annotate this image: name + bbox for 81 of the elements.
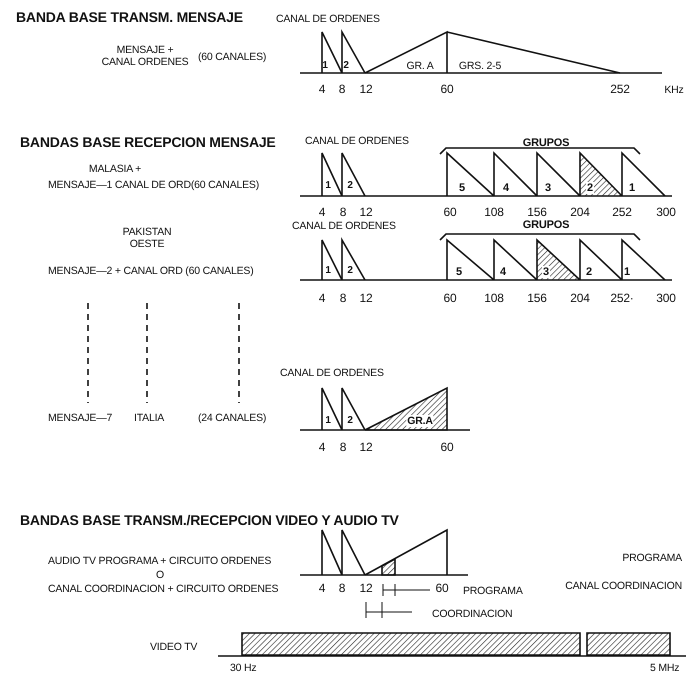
band-label: CANAL DE ORDENES — [276, 13, 380, 25]
channel-number: 3 — [545, 182, 551, 194]
axis-tick-label: 108 — [484, 292, 504, 304]
channel-number: 1 — [624, 266, 630, 278]
axis-tick-label: 4 — [318, 441, 326, 453]
axis-tick-label: 4 — [318, 292, 326, 304]
axis-tick-label: 8 — [340, 441, 346, 453]
channel-number: 4 — [500, 266, 506, 278]
unit-label: KHz — [664, 84, 684, 96]
band-label: CANAL DE ORDENES — [305, 135, 409, 147]
axis-tick-label: 5 MHz — [650, 662, 680, 674]
channel-number: 2 — [586, 266, 592, 278]
axis-tick-label: 30 Hz — [230, 662, 256, 674]
axis-tick-label: 156 — [527, 206, 547, 218]
axis-tick-label: 300 — [656, 292, 676, 304]
side-label: PROGRAMA — [622, 552, 682, 564]
side-label: CANAL COORDINACION — [565, 580, 682, 592]
axis-tick-label: 12 — [360, 206, 372, 218]
channel-number: 1 — [325, 265, 331, 277]
signal-label: MENSAJE + CANAL ORDENES — [100, 44, 190, 68]
channel-number: 5 — [456, 266, 462, 278]
axis-tick-label: 8 — [338, 83, 346, 95]
axis-tick-label: 60 — [440, 83, 454, 95]
channel-number: 2 — [586, 182, 594, 194]
country-label: PAKISTAN OESTE — [122, 226, 172, 250]
axis-tick-label: 8 — [340, 292, 346, 304]
section-title: BANDA BASE TRANSM. MENSAJE — [16, 11, 243, 23]
channel-number: 3 — [542, 266, 550, 278]
band-label: CANAL DE ORDENES — [280, 367, 384, 379]
group-label: GR. A — [406, 60, 434, 72]
group-label: GRS. 2-5 — [458, 60, 502, 72]
section-title: BANDAS BASE TRANSM./RECEPCION VIDEO Y AUDIO TV — [20, 514, 399, 526]
axis-tick-label: 12 — [360, 441, 372, 453]
signal-label: MENSAJE—2 + CANAL ORD (60 CANALES) — [48, 265, 254, 277]
dimension-label: PROGRAMA — [463, 585, 523, 597]
axis-tick-label: 204 — [570, 206, 590, 218]
band-label: VIDEO TV — [150, 641, 198, 653]
channel-number: 4 — [503, 182, 509, 194]
axis-tick-label: 252 — [612, 206, 632, 218]
axis-tick-label: 252· — [610, 292, 634, 304]
axis-tick-label: 60 — [440, 441, 454, 453]
axis-tick-label: 8 — [338, 582, 346, 594]
channel-number: 1 — [325, 180, 331, 192]
channel-number: 2 — [347, 265, 353, 277]
axis-tick-label: 8 — [340, 206, 346, 218]
channel-number: 2 — [347, 415, 353, 427]
axis-tick-label: 252 — [610, 83, 630, 95]
signal-label: MENSAJE—1 CANAL DE ORD(60 CANALES) — [48, 179, 260, 191]
channel-count: (60 CANALES) — [198, 51, 266, 63]
group-label: GRUPOS — [522, 219, 570, 231]
section-title: BANDAS BASE RECEPCION MENSAJE — [20, 136, 276, 148]
axis-tick-label: 204 — [570, 292, 590, 304]
channel-number: 5 — [459, 182, 465, 194]
group-label: GRUPOS — [522, 137, 570, 149]
axis-tick-label: 12 — [360, 83, 372, 95]
group-label: GR.A — [406, 415, 434, 427]
axis-tick-label: 60 — [436, 582, 448, 594]
axis-tick-label: 4 — [318, 582, 326, 594]
channel-number: 1 — [322, 60, 328, 72]
dimension-label: COORDINACION — [432, 608, 512, 620]
band-label: CANAL DE ORDENES — [292, 220, 396, 232]
channel-number: 1 — [325, 415, 331, 427]
axis-tick-label: 156 — [527, 292, 547, 304]
channel-number: 2 — [343, 60, 349, 72]
channel-count: (24 CANALES) — [198, 412, 266, 424]
channel-number: 2 — [347, 180, 353, 192]
axis-tick-label: 60 — [444, 292, 456, 304]
country-label: MALASIA + — [88, 163, 142, 175]
axis-tick-label: 60 — [444, 206, 456, 218]
conjunction-label: O — [156, 569, 164, 581]
axis-tick-label: 300 — [656, 206, 676, 218]
signal-label: CANAL COORDINACION + CIRCUITO ORDENES — [48, 583, 278, 595]
signal-label: AUDIO TV PROGRAMA + CIRCUITO ORDENES — [48, 555, 272, 567]
country-label: ITALIA — [134, 412, 164, 424]
axis-tick-label: 12 — [360, 582, 372, 594]
channel-number: 1 — [629, 182, 635, 194]
axis-tick-label: 4 — [318, 83, 326, 95]
axis-tick-label: 108 — [484, 206, 504, 218]
signal-label: MENSAJE—7 — [48, 412, 112, 424]
axis-tick-label: 12 — [360, 292, 372, 304]
axis-tick-label: 4 — [318, 206, 326, 218]
